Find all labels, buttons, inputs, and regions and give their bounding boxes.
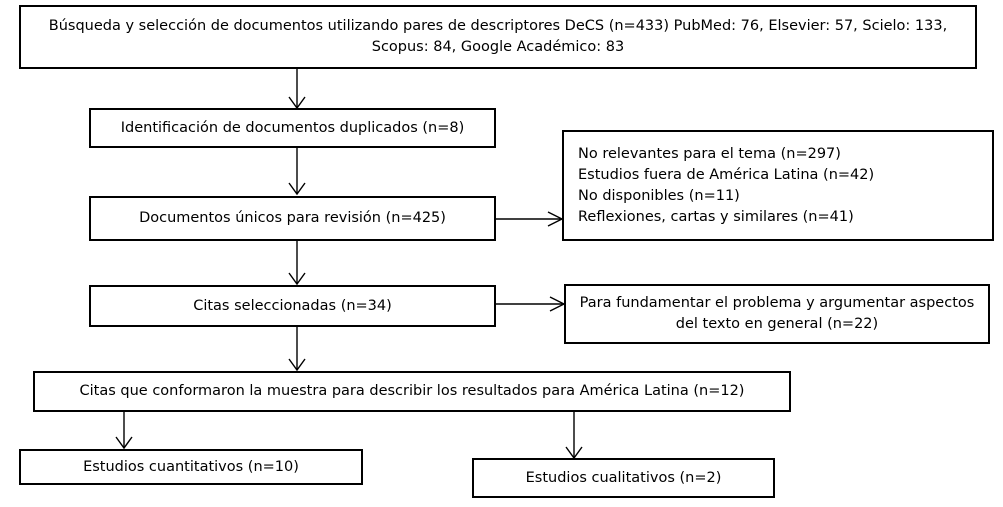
- sample-box: Citas que conformaron la muestra para de…: [33, 371, 791, 412]
- search-box: Búsqueda y selección de documentos utili…: [19, 5, 977, 69]
- qualitative-studies-label: Estudios cualitativos (n=2): [525, 469, 722, 486]
- duplicates-label: Identificación de documentos duplicados …: [120, 119, 465, 136]
- excluded-item: Reflexiones, cartas y similares (n=41): [578, 208, 854, 225]
- sample-label: Citas que conformaron la muestra para de…: [79, 383, 745, 399]
- selected-citations-label: Citas seleccionadas (n=34): [193, 297, 392, 314]
- background-line-1: Para fundamentar el problema y argumenta…: [579, 295, 975, 311]
- quantitative-studies-box: Estudios cuantitativos (n=10): [19, 449, 363, 485]
- arrowhead: [549, 296, 566, 312]
- arrowhead: [288, 96, 306, 110]
- excluded-box: No relevantes para el tema (n=297) Estud…: [562, 130, 994, 241]
- arrowhead: [288, 358, 306, 372]
- arrowhead: [115, 436, 133, 450]
- background-line-2: del texto en general (n=22): [675, 316, 879, 332]
- arrowhead: [565, 446, 583, 460]
- quantitative-studies-label: Estudios cuantitativos (n=10): [83, 458, 299, 475]
- unique-documents-label: Documentos únicos para revisión (n=425): [139, 210, 446, 226]
- selected-citations-box: Citas seleccionadas (n=34): [89, 285, 496, 327]
- arrowhead: [288, 272, 306, 286]
- qualitative-studies-box: Estudios cualitativos (n=2): [472, 458, 775, 498]
- excluded-item: Estudios fuera de América Latina (n=42): [578, 166, 875, 183]
- arrowhead: [288, 182, 306, 196]
- search-line-2: Scopus: 84, Google Académico: 83: [371, 39, 625, 55]
- unique-documents-box: Documentos únicos para revisión (n=425): [89, 196, 496, 241]
- excluded-item: No relevantes para el tema (n=297): [578, 145, 841, 162]
- duplicates-box: Identificación de documentos duplicados …: [89, 108, 496, 148]
- background-citations-box: Para fundamentar el problema y argumenta…: [564, 284, 990, 344]
- excluded-item: No disponibles (n=11): [578, 187, 740, 204]
- search-line-1: Búsqueda y selección de documentos utili…: [48, 18, 948, 34]
- arrowhead: [547, 211, 564, 227]
